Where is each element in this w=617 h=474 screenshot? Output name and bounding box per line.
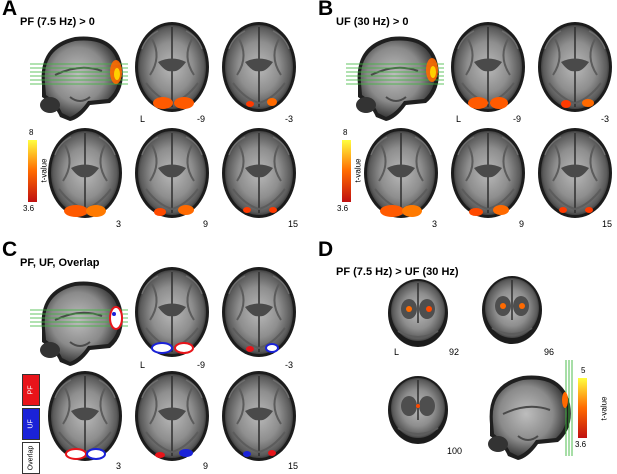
legend-uf-label: UF [27, 419, 35, 429]
panel-b-slice-2-label: -3 [601, 114, 610, 124]
panel-b-colorbar-min: 3.6 [337, 204, 349, 213]
panel-b-slice-2 [537, 21, 613, 113]
panel-b-colorbar [342, 140, 351, 202]
panel-a-slice-5 [221, 127, 297, 219]
legend-pf-label: PF [27, 385, 35, 395]
panel-d-sagittal [487, 360, 573, 461]
panel-d-colorbar-label: t-value [599, 396, 609, 421]
legend-uf-swatch: UF [22, 408, 40, 440]
panel-d-slice-2-label: 96 [544, 347, 555, 357]
panel-a-letter: A [2, 0, 18, 20]
panel-c-slice-4 [134, 370, 210, 462]
legend-overlap-swatch: Overlap [22, 442, 40, 474]
panel-d-coronal-1 [387, 278, 449, 348]
legend-pf-swatch: PF [22, 374, 40, 406]
panel-d-colorbar-max: 5 [581, 366, 586, 375]
panel-c-slice-2-label: -3 [285, 360, 294, 370]
panel-b-slice-1 [450, 21, 526, 113]
panel-d-slice-1-label: 92 [449, 347, 460, 357]
panel-a-slice-5-label: 15 [288, 219, 299, 229]
panel-d-slice-3-label: 100 [447, 446, 463, 456]
panel-c-slice-2 [221, 266, 297, 358]
panel-c-sagittal [30, 280, 128, 367]
panel-a-colorbar-min: 3.6 [23, 204, 35, 213]
panel-c-slice-1 [134, 266, 210, 358]
panel-b-slice-3-label: 3 [432, 219, 438, 229]
panel-b-slice-1-label: -9 [513, 114, 522, 124]
panel-b-slice-3 [363, 127, 439, 219]
panel-b-title: UF (30 Hz) > 0 [336, 16, 409, 28]
panel-b-letter: B [318, 0, 334, 20]
panel-c-slice-3 [47, 370, 123, 462]
panel-d-coronal-2 [481, 275, 543, 345]
panel-c-letter: C [2, 238, 18, 261]
panel-a-title: PF (7.5 Hz) > 0 [20, 16, 95, 28]
panel-c-slice-3-label: 3 [116, 461, 122, 471]
panel-c-slice-4-label: 9 [203, 461, 209, 471]
panel-a-sagittal [30, 35, 128, 122]
legend-overlap-label: Overlap [27, 445, 35, 471]
panel-a-slice-2 [221, 21, 297, 113]
panel-a-colorbar-max: 8 [29, 128, 34, 137]
panel-b-slice-5 [537, 127, 613, 219]
panel-a-slice-4 [134, 127, 210, 219]
panel-d-title: PF (7.5 Hz) > UF (30 Hz) [336, 266, 459, 278]
panel-b-slice-4-label: 9 [519, 219, 525, 229]
panel-a-slice-3 [47, 127, 123, 219]
panel-b-sagittal [346, 35, 444, 122]
panel-c-slice-5-label: 15 [288, 461, 299, 471]
panel-d-coronal-3 [387, 375, 449, 445]
panel-c-slice-5 [221, 370, 297, 462]
panel-a-slice-1-label: -9 [197, 114, 206, 124]
panel-c-side-label: L [140, 360, 146, 370]
panel-a-slice-4-label: 9 [203, 219, 209, 229]
panel-a-slice-2-label: -3 [285, 114, 294, 124]
panel-c-slice-1-label: -9 [197, 360, 206, 370]
panel-d-side-label: L [394, 347, 400, 357]
panel-c-title: PF, UF, Overlap [20, 257, 100, 269]
panel-a-side-label: L [140, 114, 146, 124]
panel-b-slice-4 [450, 127, 526, 219]
panel-b-colorbar-max: 8 [343, 128, 348, 137]
panel-d-letter: D [318, 238, 334, 261]
panel-a-colorbar [28, 140, 37, 202]
panel-d-colorbar [578, 378, 587, 438]
panel-a-colorbar-label: t-value [39, 158, 49, 183]
panel-b-colorbar-label: t-value [353, 158, 363, 183]
panel-a-slice-1 [134, 21, 210, 113]
panel-d-colorbar-min: 3.6 [575, 440, 587, 449]
panel-b-slice-5-label: 15 [602, 219, 613, 229]
panel-b-side-label: L [456, 114, 462, 124]
panel-a-slice-3-label: 3 [116, 219, 122, 229]
